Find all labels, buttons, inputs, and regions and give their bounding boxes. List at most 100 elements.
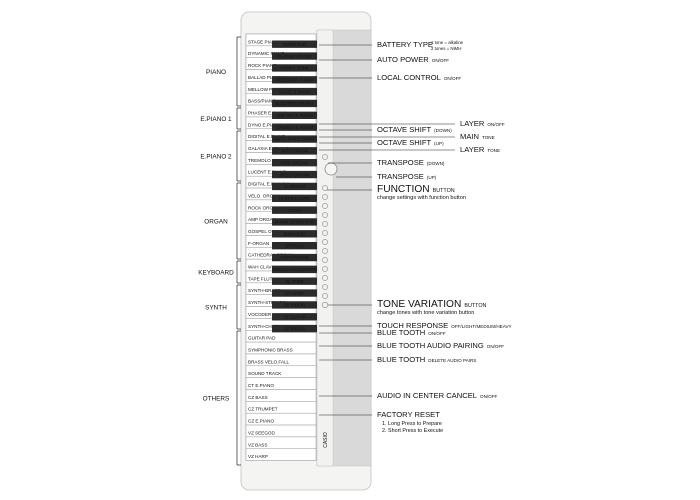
callout-main: BATTERY TYPE <box>377 40 433 49</box>
panel-button[interactable] <box>322 212 328 218</box>
black-key[interactable] <box>272 170 317 179</box>
panel-button[interactable] <box>322 239 328 245</box>
callout-subtext: change settings with function button <box>377 195 466 201</box>
black-key[interactable] <box>272 52 317 60</box>
black-key[interactable] <box>272 265 317 274</box>
callout-text: OCTAVE SHIFT(DOWN) <box>377 125 452 134</box>
white-key-label: VELO. ORGAN <box>248 193 280 198</box>
black-key[interactable] <box>272 182 317 191</box>
white-key-label: VZ HARP <box>248 454 268 459</box>
white-key-label: SYNTH-CHOIR <box>248 324 281 329</box>
black-key[interactable] <box>272 99 317 108</box>
category-label: E.PIANO 1 <box>200 116 232 123</box>
callout-text: TRANSPOSE(DOWN) <box>377 158 445 167</box>
callout-main: BLUE TOOTH <box>377 328 425 337</box>
callout-suffix: ON/OFF <box>487 344 505 349</box>
black-key[interactable] <box>272 87 317 96</box>
black-key[interactable] <box>272 253 317 262</box>
callout-main: OCTAVE SHIFT <box>377 125 432 134</box>
black-key-label: PIPE ORGAN <box>281 160 308 165</box>
category-label: E.PIANO 2 <box>200 153 232 160</box>
black-key-label: STAGE E.PIANO <box>278 89 312 94</box>
black-key[interactable] <box>272 111 317 120</box>
panel-button[interactable] <box>322 185 328 191</box>
black-key[interactable] <box>272 135 317 143</box>
panel-button[interactable] <box>322 257 328 263</box>
black-key[interactable] <box>272 218 317 226</box>
category-label: KEYBOARD <box>198 269 234 276</box>
black-key[interactable] <box>272 313 317 321</box>
white-key-label: BASS/PIANO <box>248 99 276 104</box>
callout-text: BATTERY TYPE <box>377 40 433 49</box>
black-key[interactable] <box>272 241 317 250</box>
white-key-label: SYMPHONIC BRASS <box>248 347 293 352</box>
panel-button[interactable] <box>322 154 328 160</box>
black-key[interactable] <box>272 147 317 155</box>
power-button[interactable] <box>324 162 338 176</box>
callout-text: TRANSPOSE(UP) <box>377 172 437 181</box>
black-key[interactable] <box>272 159 317 167</box>
tone-variation-button[interactable] <box>321 301 329 309</box>
black-key-label: AUTO PAN E.PIANO <box>274 137 315 142</box>
callout-main: OCTAVE SHIFT <box>377 138 432 147</box>
black-key[interactable] <box>272 301 317 309</box>
panel-button[interactable] <box>322 266 328 272</box>
panel-button[interactable] <box>322 248 328 254</box>
category-label: PIANO <box>206 69 226 76</box>
white-key[interactable] <box>245 448 317 461</box>
black-key-label: CLASSIC GRAND <box>277 54 312 59</box>
panel-button[interactable] <box>322 203 328 209</box>
white-key-label: SYNTH-BRASS <box>248 288 281 293</box>
white-key-label: DYNO E.PIANO <box>248 122 282 127</box>
black-key[interactable] <box>272 76 317 84</box>
panel-button[interactable] <box>322 194 328 200</box>
black-key[interactable] <box>272 230 317 238</box>
black-key[interactable] <box>272 40 317 48</box>
callout-suffix: ON/OFF <box>428 331 446 336</box>
callout-main: LAYER <box>460 145 485 154</box>
callout-main: AUTO POWER <box>377 55 429 64</box>
black-key[interactable] <box>272 289 317 297</box>
callout-main: TRANSPOSE <box>377 172 424 181</box>
black-key[interactable] <box>272 324 317 333</box>
white-key-label: DIGITAL E.PIANO <box>248 134 286 139</box>
white-key-label: TAPE FLUTE <box>248 276 275 281</box>
panel-button[interactable] <box>322 293 328 299</box>
panel-button[interactable] <box>322 275 328 281</box>
black-key[interactable] <box>272 194 317 202</box>
white-key-label: CT E.PIANO <box>248 383 274 388</box>
black-key[interactable] <box>272 123 317 131</box>
panel-button[interactable] <box>322 221 328 227</box>
black-key-label: HARPSICHORD <box>279 196 311 201</box>
black-key-label: VL-TONE <box>285 279 304 284</box>
black-key-label: V. ORGAN <box>284 184 305 189</box>
white-key-label: SYNTH-STRINGS <box>248 300 286 305</box>
white-key-label: AMP ORGAN <box>248 217 276 222</box>
black-key[interactable] <box>272 277 317 285</box>
callout-text: OCTAVE SHIFT(UP) <box>377 138 444 147</box>
black-key[interactable] <box>272 206 317 214</box>
callout-suffix: ON/OFF <box>444 76 462 81</box>
black-key-label: VIBRAPHONE <box>280 255 308 260</box>
callout-suffix: TONE <box>482 135 495 140</box>
panel-button[interactable] <box>322 284 328 290</box>
callout-suffix: OFF/LIGHT/MEDIUM/HEAVY <box>451 324 511 329</box>
white-key-label: SOUND TRACK <box>248 371 282 376</box>
callout-suffix: (DOWN) <box>434 128 452 133</box>
black-key-label: VZ VIOLIN <box>284 303 305 308</box>
panel-button[interactable] <box>322 230 328 236</box>
black-key-label: VZ GUITAR <box>283 314 306 319</box>
callout-text: FACTORY RESET <box>377 410 440 419</box>
category-label: ORGAN <box>204 218 228 225</box>
callout-subtext: change tones with tone variation button <box>377 310 474 316</box>
callout-suffix: ON/OFF <box>487 122 505 127</box>
black-key[interactable] <box>272 64 317 72</box>
white-key-label: VOCODER <box>248 312 272 317</box>
callout-suffix: BUTTON <box>464 303 486 309</box>
white-key-label: BRASS VELO.FALL <box>248 359 290 364</box>
